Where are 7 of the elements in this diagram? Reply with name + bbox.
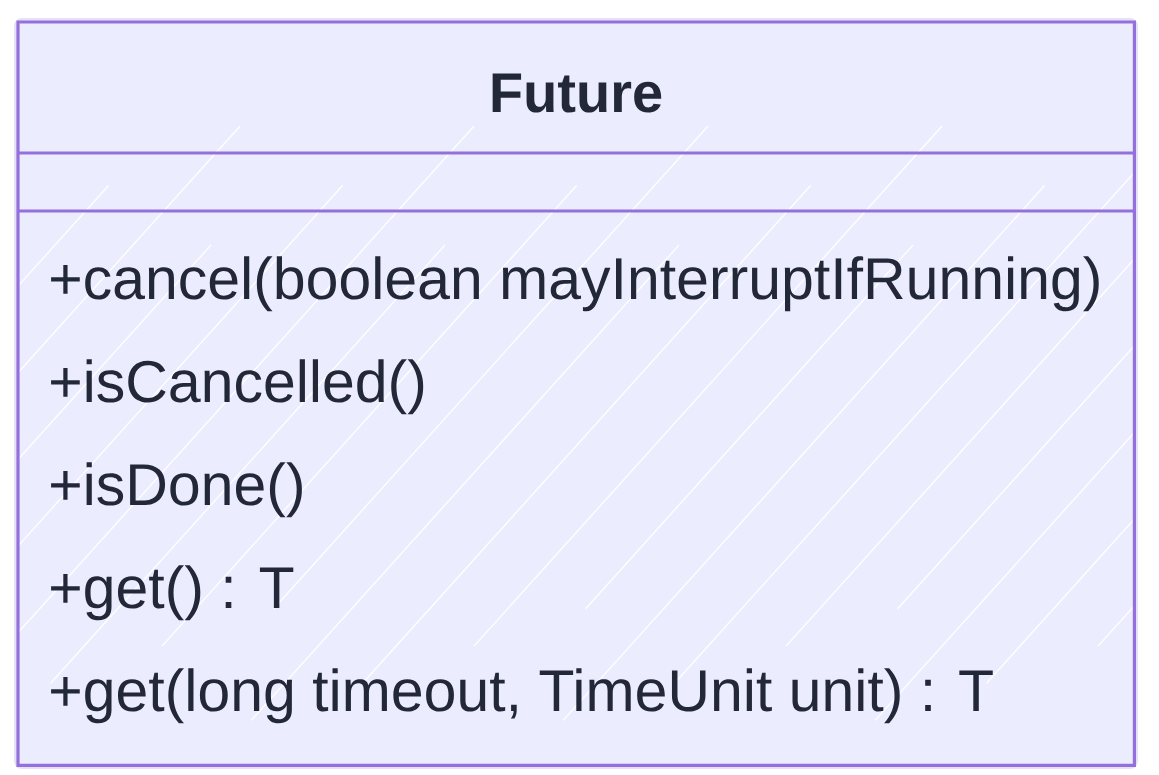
class-box xyxy=(14,18,1138,769)
method-signature: +get() : T xyxy=(51,565,294,621)
method-signature: +isDone() xyxy=(51,462,302,518)
method-signature: +isCancelled() xyxy=(51,359,424,415)
class-name: Future xyxy=(492,73,662,113)
method-signature: +get(long timeout, TimeUnit unit) : T xyxy=(51,668,993,724)
method-signature: +cancel(boolean mayInterruptIfRunning) xyxy=(51,256,1099,312)
